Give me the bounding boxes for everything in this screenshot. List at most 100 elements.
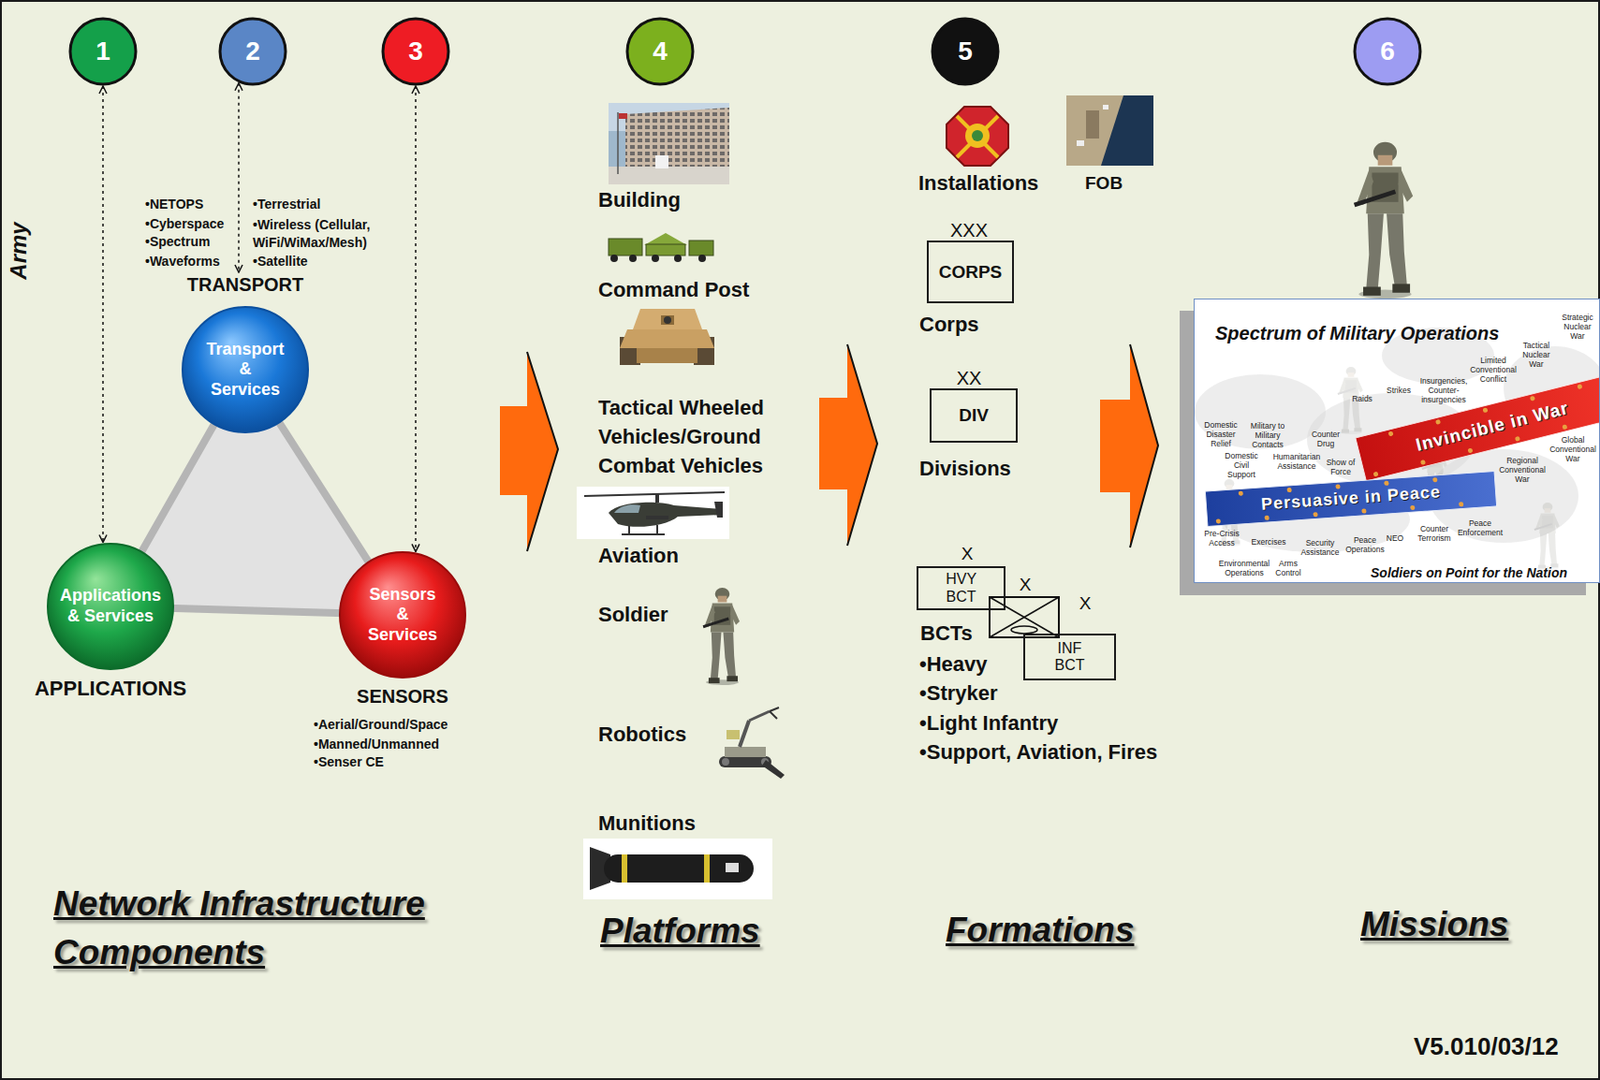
munition-image-part bbox=[603, 854, 754, 883]
spectrum-panel: Invincible in WarPersuasive in PeaceSpec… bbox=[1193, 298, 1600, 584]
box-text: DIV bbox=[958, 405, 989, 426]
callout-number: 1 bbox=[68, 16, 138, 87]
platform-label: Aviation bbox=[598, 543, 679, 569]
command-post-image-part bbox=[608, 238, 643, 256]
band-shape-part bbox=[1238, 491, 1244, 497]
callout-number-text: 5 bbox=[957, 36, 973, 67]
band-shape-part bbox=[1467, 447, 1473, 454]
munition-image-part bbox=[704, 854, 710, 883]
fob-photo bbox=[1066, 95, 1154, 166]
circle-holder: Transport & Services bbox=[180, 305, 310, 435]
band-shape-part bbox=[1409, 505, 1415, 511]
circle-holder: Applications & Services bbox=[45, 542, 176, 672]
section-title: Platforms bbox=[600, 909, 761, 955]
command-post-image-part bbox=[644, 233, 688, 246]
band-shape-part bbox=[1373, 471, 1380, 478]
section-title: Network Infrastructure Components bbox=[53, 880, 541, 978]
panel-title: Soldiers on Point for the Nation bbox=[1370, 565, 1568, 582]
command-post-image-part bbox=[629, 254, 637, 263]
command-post-image-part bbox=[645, 244, 686, 256]
circle-text: Sensors & Services bbox=[367, 585, 438, 646]
bullet-item: •Aerial/Ground/Space bbox=[313, 717, 448, 734]
heading-text: SENSORS bbox=[356, 685, 449, 708]
echelon-mark: XX bbox=[956, 366, 983, 390]
helicopter-image-part bbox=[656, 525, 659, 534]
helicopter-image-part bbox=[655, 494, 660, 503]
band-shape-part bbox=[1514, 436, 1521, 442]
helicopter-image-part bbox=[621, 533, 665, 536]
band-shape-part bbox=[1355, 372, 1600, 483]
robot-image-part bbox=[762, 760, 785, 779]
collage-background-part bbox=[1534, 502, 1560, 571]
helicopter-image bbox=[576, 486, 730, 540]
bullet-item: •Terrestrial bbox=[252, 196, 321, 213]
crossed-unit-symbol-part bbox=[989, 597, 1059, 638]
bullet-item: •Waveforms bbox=[145, 253, 221, 270]
tank-image-part bbox=[619, 329, 715, 349]
band-shape-part bbox=[1576, 383, 1583, 390]
echelon-mark: X bbox=[1019, 574, 1032, 597]
tank-image-part bbox=[663, 316, 672, 324]
band-shape-part bbox=[1561, 424, 1568, 430]
bullet-item: •Spectrum bbox=[145, 234, 210, 250]
block-arrow-part bbox=[1130, 344, 1159, 548]
dotted-connector bbox=[102, 86, 104, 543]
operation-label: Counter Terrorism bbox=[1410, 525, 1458, 544]
operation-label: Domestic Disaster Relief bbox=[1199, 421, 1243, 449]
circle-text: Transport & Services bbox=[205, 339, 284, 401]
transport-circle: TRANSPORT Transport & Services bbox=[170, 273, 321, 435]
insignia-image-part bbox=[946, 106, 1009, 166]
circle-shape-part bbox=[339, 552, 466, 678]
command-post-image-part bbox=[689, 240, 714, 256]
robot-image-part bbox=[724, 747, 766, 758]
block-arrow-part bbox=[819, 344, 878, 546]
building-photo-part bbox=[608, 102, 730, 185]
building-photo bbox=[608, 102, 730, 185]
circle-holder: Sensors & Services bbox=[337, 550, 468, 680]
operation-label: Strategic Nuclear War bbox=[1556, 313, 1599, 341]
callout-number: 5 bbox=[930, 16, 1000, 87]
circle-shape-part bbox=[182, 307, 309, 433]
circle-shape-part bbox=[47, 543, 174, 670]
callout-number-text: 3 bbox=[408, 36, 424, 67]
insignia-image-part bbox=[956, 116, 999, 158]
callout-number-text: 6 bbox=[1379, 36, 1395, 67]
platform-label: Building bbox=[598, 188, 681, 213]
bullet-item: •Cyberspace bbox=[145, 216, 224, 233]
bullet-item: •NETOPS bbox=[145, 196, 204, 213]
crossed-unit-symbol-part bbox=[1011, 626, 1038, 634]
operation-label: Security Assistance bbox=[1296, 539, 1344, 558]
echelon-mark: X bbox=[961, 543, 974, 566]
section-title: Missions bbox=[1360, 902, 1509, 948]
circle-shape-part bbox=[220, 18, 286, 85]
helicopter-image-part bbox=[645, 515, 669, 520]
operation-label: Regional Conventional War bbox=[1496, 456, 1549, 485]
block-arrow bbox=[819, 344, 878, 546]
block-arrow-part bbox=[847, 344, 878, 546]
operation-label: Humanitarian Assistance bbox=[1268, 453, 1325, 472]
echelon-mark: XXX bbox=[950, 219, 988, 242]
band-shape-part bbox=[1529, 396, 1536, 402]
circle-shape-part bbox=[70, 18, 136, 85]
callout-number: 6 bbox=[1352, 16, 1423, 87]
robot-image-part bbox=[726, 730, 740, 740]
insignia-image-part bbox=[971, 130, 984, 142]
callout-number: 3 bbox=[381, 16, 451, 87]
operation-label: Military to Military Contacts bbox=[1244, 422, 1292, 450]
platform-label: Soldier bbox=[598, 602, 669, 628]
munition-image-part bbox=[725, 863, 739, 873]
heading-holder: SENSORS bbox=[356, 685, 449, 708]
robot-image-part bbox=[769, 707, 779, 720]
bullet-item: •Light Infantry bbox=[919, 711, 1058, 736]
helicopter-image-part bbox=[576, 486, 730, 540]
circle-text: Applications & Services bbox=[59, 586, 162, 627]
applications-circle: Applications & ServicesAPPLICATIONS bbox=[16, 542, 205, 702]
operation-label: Peace Operations bbox=[1342, 536, 1388, 556]
tank-image-part bbox=[660, 315, 675, 325]
bullet-item: •Heavy bbox=[919, 652, 988, 677]
heading-holder: TRANSPORT bbox=[187, 273, 304, 296]
band-shape-part bbox=[1435, 419, 1441, 426]
block-arrow bbox=[499, 352, 558, 552]
formation-label: Corps bbox=[919, 312, 980, 338]
